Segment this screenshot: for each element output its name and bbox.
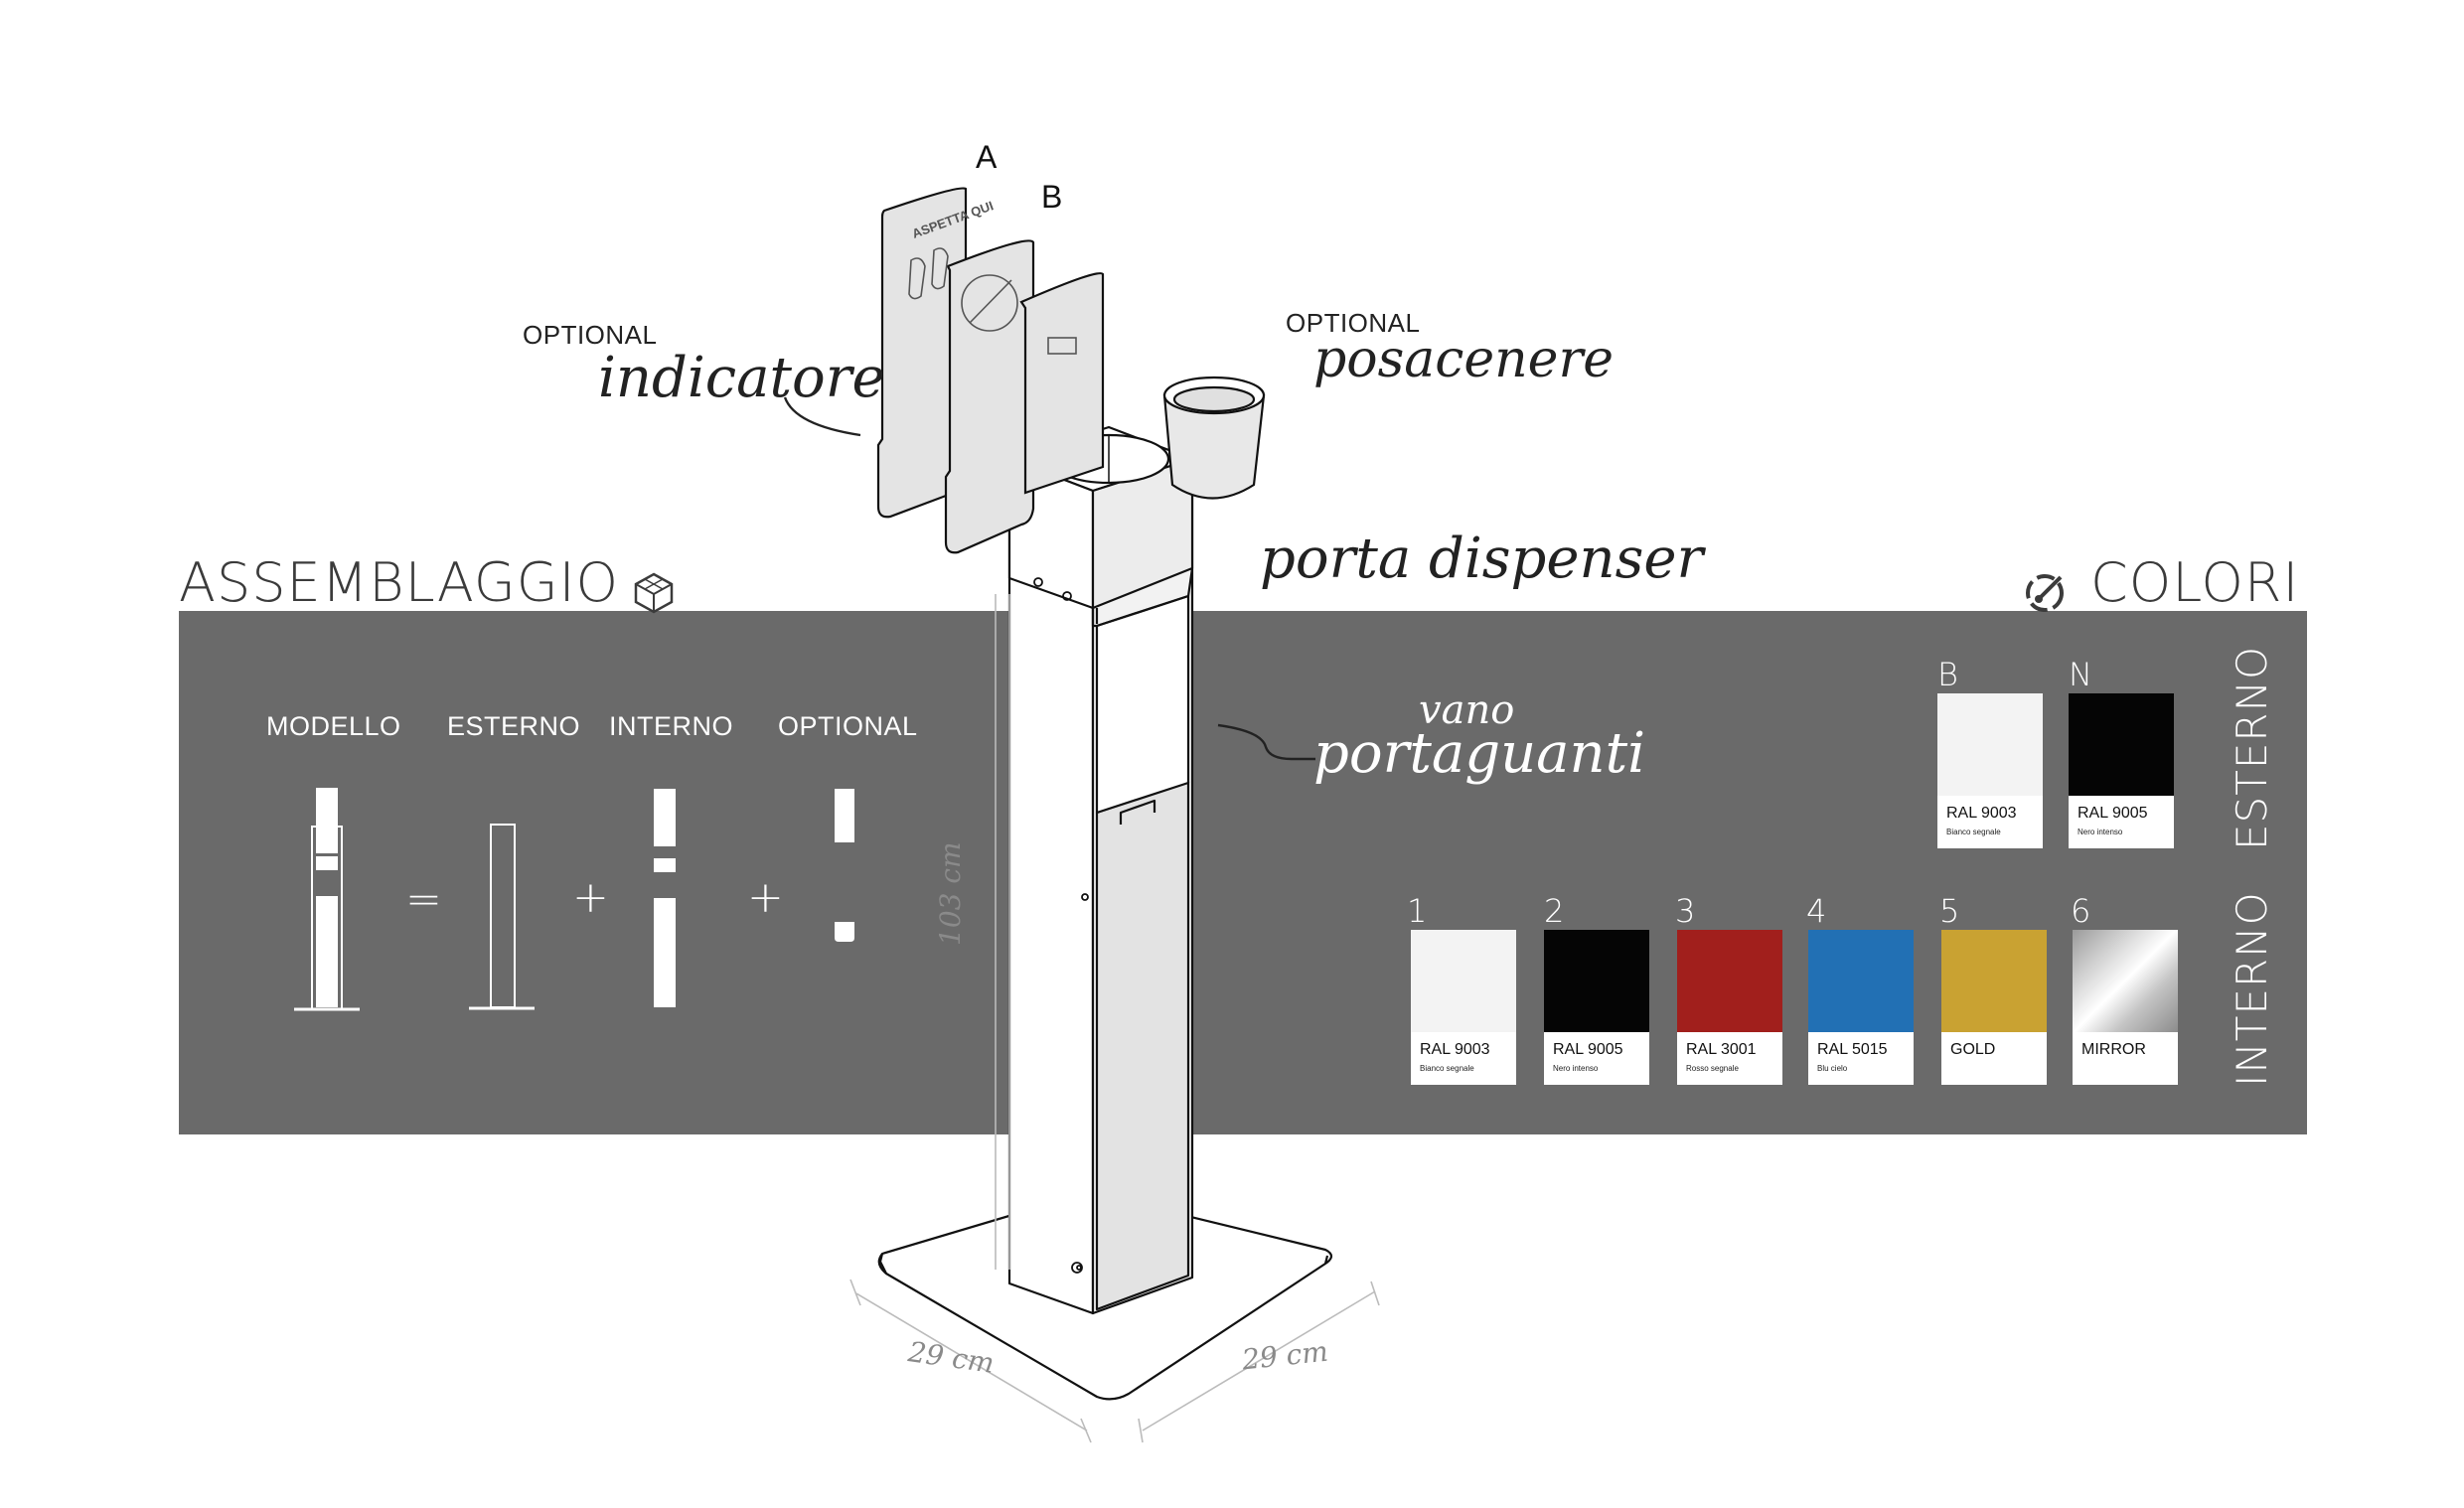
vano-label: vano (1419, 687, 1515, 733)
swatch-chip (1677, 930, 1782, 1032)
plus-operator-2: + (747, 872, 784, 923)
swatch-chip (1411, 930, 1516, 1032)
swatch-esterno-ral9003[interactable]: RAL 9003 Bianco segnale (1937, 693, 2043, 848)
swatch-chip (2069, 693, 2174, 796)
swatch-interno-ral9005[interactable]: RAL 9005 Nero intenso (1544, 930, 1649, 1085)
swatch-chip (1937, 693, 2043, 796)
swatch-desc: Nero intenso (1553, 1064, 1599, 1073)
plus-operator-1: + (572, 872, 609, 923)
interno-letter-3: 3 (1675, 892, 1696, 930)
interno-pictogram (654, 789, 676, 1007)
modello-pictogram (294, 788, 360, 1011)
swatch-chip (1544, 930, 1649, 1032)
swatch-code: GOLD (1950, 1041, 1996, 1058)
swatch-desc: Bianco segnale (1420, 1064, 1474, 1073)
indicatore-optional-label: OPTIONAL (523, 320, 658, 350)
swatch-interno-gold[interactable]: GOLD (1941, 930, 2047, 1085)
swatch-desc: Bianco segnale (1946, 828, 2001, 836)
swatch-desc: Nero intenso (2078, 828, 2123, 836)
swatch-interno-ral3001[interactable]: RAL 3001 Rosso segnale (1677, 930, 1782, 1085)
esterno-vertical-label: ESTERNO (2228, 645, 2276, 850)
header-optional: OPTIONAL (778, 711, 918, 741)
posacenere-label: posacenere (1313, 330, 1615, 389)
header-modello: MODELLO (266, 711, 401, 741)
swatch-code: RAL 9003 (1946, 805, 2017, 822)
portaguanti-label: portaguanti (1313, 721, 1646, 786)
height-dimension: 103 cm (934, 841, 967, 946)
porta-dispenser-label: porta dispenser (1260, 527, 1704, 591)
assembly-cube-icon (634, 572, 674, 614)
assemblaggio-title: ASSEMBLAGGIO (179, 551, 619, 614)
posacenere-optional-label: OPTIONAL (1286, 308, 1421, 338)
interno-letter-1: 1 (1407, 892, 1428, 930)
interno-letter-4: 4 (1806, 892, 1827, 930)
label-a: A (976, 139, 998, 175)
interno-letter-6: 6 (2071, 892, 2091, 930)
interno-vertical-label: INTERNO (2228, 891, 2276, 1087)
esterno-letter-n: N (2069, 656, 2092, 693)
colori-title: COLORI (2090, 551, 2300, 614)
swatch-chip (1941, 930, 2047, 1032)
swatch-code: MIRROR (2081, 1041, 2146, 1058)
paint-palette-icon (2026, 574, 2064, 612)
indicatore-label: indicatore (598, 346, 885, 410)
swatch-code: RAL 3001 (1686, 1041, 1757, 1058)
swatch-interno-ral9003[interactable]: RAL 9003 Bianco segnale (1411, 930, 1516, 1085)
interno-letter-2: 2 (1544, 892, 1565, 930)
swatch-code: RAL 9003 (1420, 1041, 1490, 1058)
swatch-desc: Blu cielo (1817, 1064, 1848, 1073)
swatch-code: RAL 9005 (2078, 805, 2148, 822)
esterno-pictogram (469, 824, 535, 1010)
swatch-desc: Rosso segnale (1686, 1064, 1739, 1073)
swatch-chip (1808, 930, 1914, 1032)
interno-letter-5: 5 (1939, 892, 1960, 930)
swatch-esterno-ral9005[interactable]: RAL 9005 Nero intenso (2069, 693, 2174, 848)
esterno-letter-b: B (1937, 656, 1958, 693)
optional-pictogram (835, 789, 854, 942)
swatch-chip (2073, 930, 2178, 1032)
swatch-code: RAL 9005 (1553, 1041, 1623, 1058)
swatch-interno-mirror[interactable]: MIRROR (2073, 930, 2178, 1085)
label-b: B (1041, 179, 1063, 215)
swatch-interno-ral5015[interactable]: RAL 5015 Blu cielo (1808, 930, 1914, 1085)
swatch-code: RAL 5015 (1817, 1041, 1888, 1058)
header-esterno: ESTERNO (447, 711, 581, 741)
equals-operator: = (405, 874, 442, 925)
header-interno: INTERNO (609, 711, 733, 741)
